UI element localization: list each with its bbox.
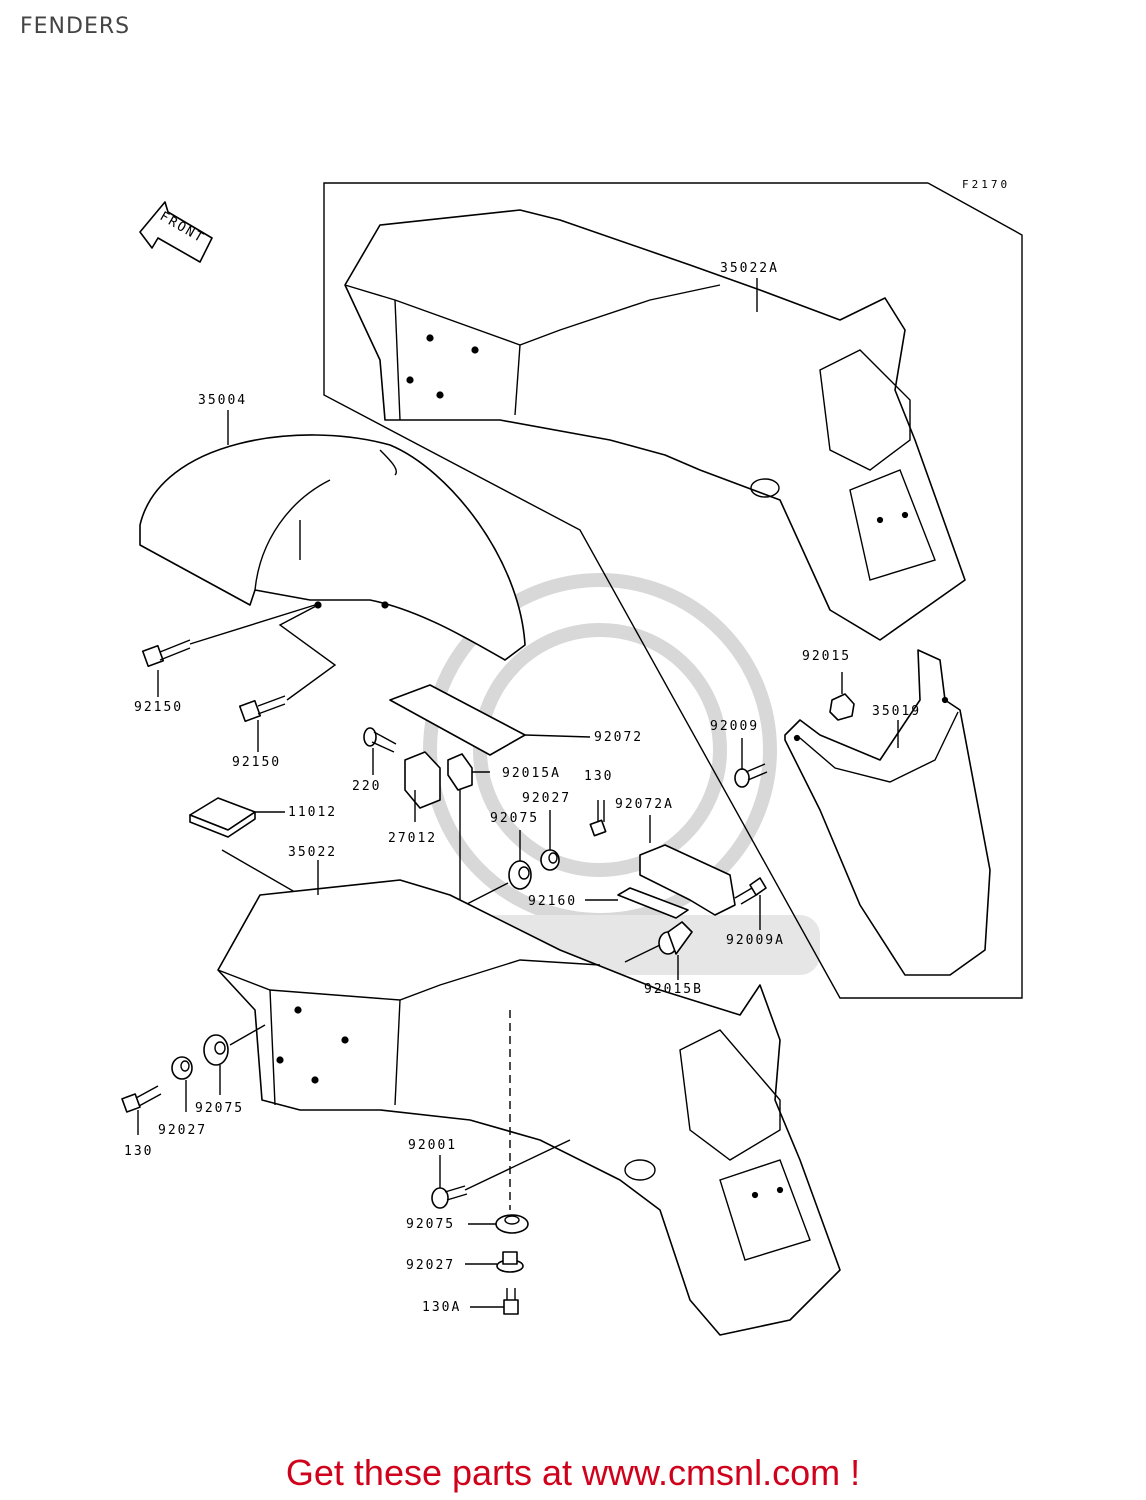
- footer-link[interactable]: Get these parts at www.cmsnl.com !: [285, 1452, 861, 1493]
- bolt-92009: [734, 738, 768, 788]
- label-92001: 92001: [408, 1138, 457, 1153]
- bolt-92150-a: [141, 604, 316, 668]
- label-92009A: 92009A: [726, 933, 785, 948]
- label-11012: 11012: [288, 805, 337, 820]
- label-130-b: 130: [124, 1144, 153, 1159]
- collar-92015B: [624, 921, 693, 980]
- rear-fender-upper: [344, 209, 966, 641]
- figure-code: F2170: [962, 178, 1011, 191]
- bracket-92072A: [639, 815, 736, 916]
- pad-92160: [585, 887, 689, 919]
- collar-92027-a: [540, 849, 560, 871]
- mudguard-35019: [784, 649, 991, 976]
- label-35022A: 35022A: [720, 261, 779, 276]
- label-92027-c: 92027: [406, 1258, 455, 1273]
- pad-92072: [389, 684, 591, 756]
- grommet-92075-c: [468, 1214, 529, 1234]
- label-220: 220: [352, 779, 381, 794]
- bolt-92001: [431, 1139, 571, 1209]
- bolt-130-b: [121, 1085, 162, 1135]
- label-92150-b: 92150: [232, 755, 281, 770]
- label-130-a: 130: [584, 769, 613, 784]
- bolt-92150-b: [238, 604, 337, 723]
- label-35004: 35004: [198, 393, 247, 408]
- label-92072A: 92072A: [615, 797, 674, 812]
- rear-fender-lower: [217, 879, 841, 1336]
- front-fender: [139, 434, 526, 661]
- label-92075-b: 92075: [195, 1101, 244, 1116]
- page-title: FENDERS: [20, 14, 131, 39]
- label-92160: 92160: [528, 894, 577, 909]
- variant-box: [323, 182, 1023, 999]
- bolt-130-a: [589, 800, 607, 837]
- collar-92027-c: [465, 1251, 524, 1273]
- collar-92027-b: [171, 1056, 193, 1112]
- label-92075-c: 92075: [406, 1217, 455, 1232]
- label-92072: 92072: [594, 730, 643, 745]
- label-130A: 130A: [422, 1300, 461, 1315]
- label-92027-a: 92027: [522, 791, 571, 806]
- label-92150-a: 92150: [134, 700, 183, 715]
- label-35019: 35019: [872, 704, 921, 719]
- label-92009: 92009: [710, 719, 759, 734]
- screw-220: [363, 727, 397, 753]
- label-27012: 27012: [388, 831, 437, 846]
- label-92015A: 92015A: [502, 766, 561, 781]
- label-92015B: 92015B: [644, 982, 703, 997]
- nut-92015: [829, 672, 855, 721]
- label-92015: 92015: [802, 649, 851, 664]
- clip-27012: [404, 751, 441, 822]
- label-92075-a: 92075: [490, 811, 539, 826]
- front-arrow: FRONT: [139, 201, 213, 263]
- label-35022: 35022: [288, 845, 337, 860]
- bolt-130A: [470, 1288, 519, 1315]
- bolt-92009A: [734, 877, 767, 930]
- grommet-92075-b: [203, 1024, 266, 1095]
- label-92027-b: 92027: [158, 1123, 207, 1138]
